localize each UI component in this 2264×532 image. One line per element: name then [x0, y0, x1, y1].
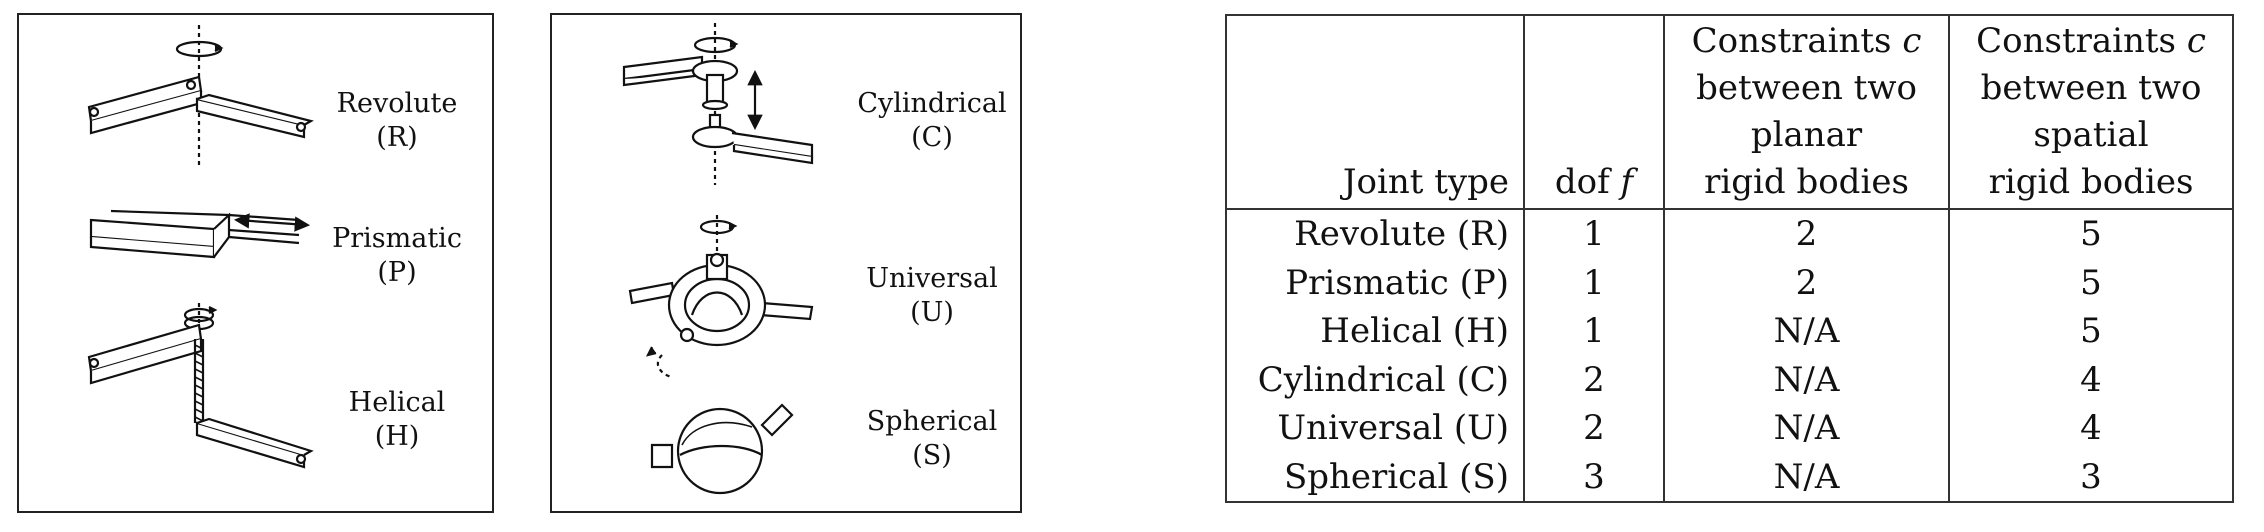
header-planar-word: Constraints	[1691, 21, 1892, 61]
header-spatial-line3: spatial	[2033, 115, 2149, 155]
universal-joint-icon	[628, 215, 814, 379]
cell-planar: 2	[1663, 258, 1950, 307]
helical-abbr: (H)	[374, 421, 420, 452]
left-diagram-canvas	[87, 25, 314, 469]
cylindrical-label: Cylindrical (C)	[857, 87, 1007, 155]
cell-joint-type: Cylindrical (C)	[1225, 355, 1525, 404]
cell-spatial: 4	[1948, 404, 2234, 453]
table-row: Revolute (R) 1 2 5	[1225, 209, 2234, 259]
cell-dof: 1	[1523, 209, 1665, 259]
cylindrical-abbr: (C)	[911, 122, 953, 153]
cell-planar: N/A	[1663, 355, 1950, 404]
joint-diagram-panel-left: Revolute (R) Prismatic (P) Helical (H)	[17, 13, 494, 513]
cell-joint-type: Universal (U)	[1225, 404, 1525, 453]
header-dof-symbol: f	[1620, 162, 1634, 202]
cell-spatial: 3	[1948, 452, 2234, 502]
table-body: Revolute (R) 1 2 5 Prismatic (P) 1 2 5 H…	[1225, 209, 2234, 502]
universal-abbr: (U)	[910, 297, 954, 328]
header-dof: dof f	[1523, 15, 1665, 210]
table-header-row: Joint type dof f Constraints c between t…	[1225, 15, 2234, 210]
table-row: Cylindrical (C) 2 N/A 4	[1225, 355, 2234, 404]
right-diagram-canvas	[622, 23, 814, 495]
cell-joint-type: Prismatic (P)	[1225, 258, 1525, 307]
header-spatial-line1: Constraints c	[1964, 18, 2218, 65]
revolute-abbr: (R)	[376, 122, 418, 153]
helical-name: Helical	[348, 387, 446, 418]
header-spatial-symbol: c	[2186, 21, 2206, 61]
spherical-label: Spherical (S)	[857, 405, 1007, 473]
prismatic-label: Prismatic (P)	[322, 222, 472, 290]
header-spatial-constraints: Constraints c between two spatial rigid …	[1948, 15, 2234, 210]
helical-joint-icon	[87, 303, 314, 469]
universal-label: Universal (U)	[857, 262, 1007, 330]
cell-dof: 2	[1523, 404, 1665, 453]
cell-planar: 2	[1663, 209, 1950, 259]
revolute-label: Revolute (R)	[322, 87, 472, 155]
header-planar-line1: Constraints c	[1679, 18, 1934, 65]
table-header: Joint type dof f Constraints c between t…	[1225, 15, 2234, 210]
helical-label: Helical (H)	[322, 386, 472, 454]
table-row: Prismatic (P) 1 2 5	[1225, 258, 2234, 307]
cell-dof: 2	[1523, 355, 1665, 404]
cell-planar: N/A	[1663, 452, 1950, 502]
header-dof-prefix: dof	[1554, 162, 1610, 202]
cell-spatial: 4	[1948, 355, 2234, 404]
header-spatial-line4: rigid bodies	[1988, 162, 2194, 202]
cylindrical-name: Cylindrical	[857, 88, 1007, 119]
cell-dof: 1	[1523, 258, 1665, 307]
spherical-name: Spherical	[866, 406, 998, 437]
header-joint-type-text: Joint type	[1342, 162, 1509, 202]
cell-spatial: 5	[1948, 209, 2234, 259]
header-planar-line4: rigid bodies	[1704, 162, 1909, 202]
cell-planar: N/A	[1663, 307, 1950, 356]
spherical-joint-icon	[650, 403, 794, 495]
revolute-name: Revolute	[336, 88, 458, 119]
header-planar-line2: between two	[1696, 68, 1917, 108]
header-spatial-line2: between two	[1980, 68, 2202, 108]
header-dof-text: dof f	[1539, 159, 1649, 206]
prismatic-abbr: (P)	[377, 257, 417, 288]
universal-name: Universal	[866, 263, 998, 294]
cell-dof: 1	[1523, 307, 1665, 356]
joint-constraints-table: Joint type dof f Constraints c between t…	[1225, 14, 2234, 503]
cell-spatial: 5	[1948, 307, 2234, 356]
header-joint-type: Joint type	[1225, 15, 1525, 210]
cell-spatial: 5	[1948, 258, 2234, 307]
cell-joint-type: Revolute (R)	[1225, 209, 1525, 259]
joint-diagram-panel-right: Cylindrical (C) Universal (U) Spherical …	[550, 13, 1022, 513]
header-planar-constraints: Constraints c between two planar rigid b…	[1663, 15, 1950, 210]
cylindrical-joint-icon	[622, 23, 814, 185]
header-planar-symbol: c	[1902, 21, 1922, 61]
cell-joint-type: Spherical (S)	[1225, 452, 1525, 502]
header-spatial-word: Constraints	[1976, 21, 2177, 61]
table-row: Universal (U) 2 N/A 4	[1225, 404, 2234, 453]
prismatic-joint-icon	[89, 209, 311, 259]
spherical-abbr: (S)	[912, 440, 952, 471]
prismatic-name: Prismatic	[332, 223, 462, 254]
cell-joint-type: Helical (H)	[1225, 307, 1525, 356]
revolute-joint-icon	[87, 25, 314, 165]
cell-planar: N/A	[1663, 404, 1950, 453]
table-row: Spherical (S) 3 N/A 3	[1225, 452, 2234, 502]
header-planar-line3: planar	[1750, 115, 1863, 155]
table-row: Helical (H) 1 N/A 5	[1225, 307, 2234, 356]
cell-dof: 3	[1523, 452, 1665, 502]
